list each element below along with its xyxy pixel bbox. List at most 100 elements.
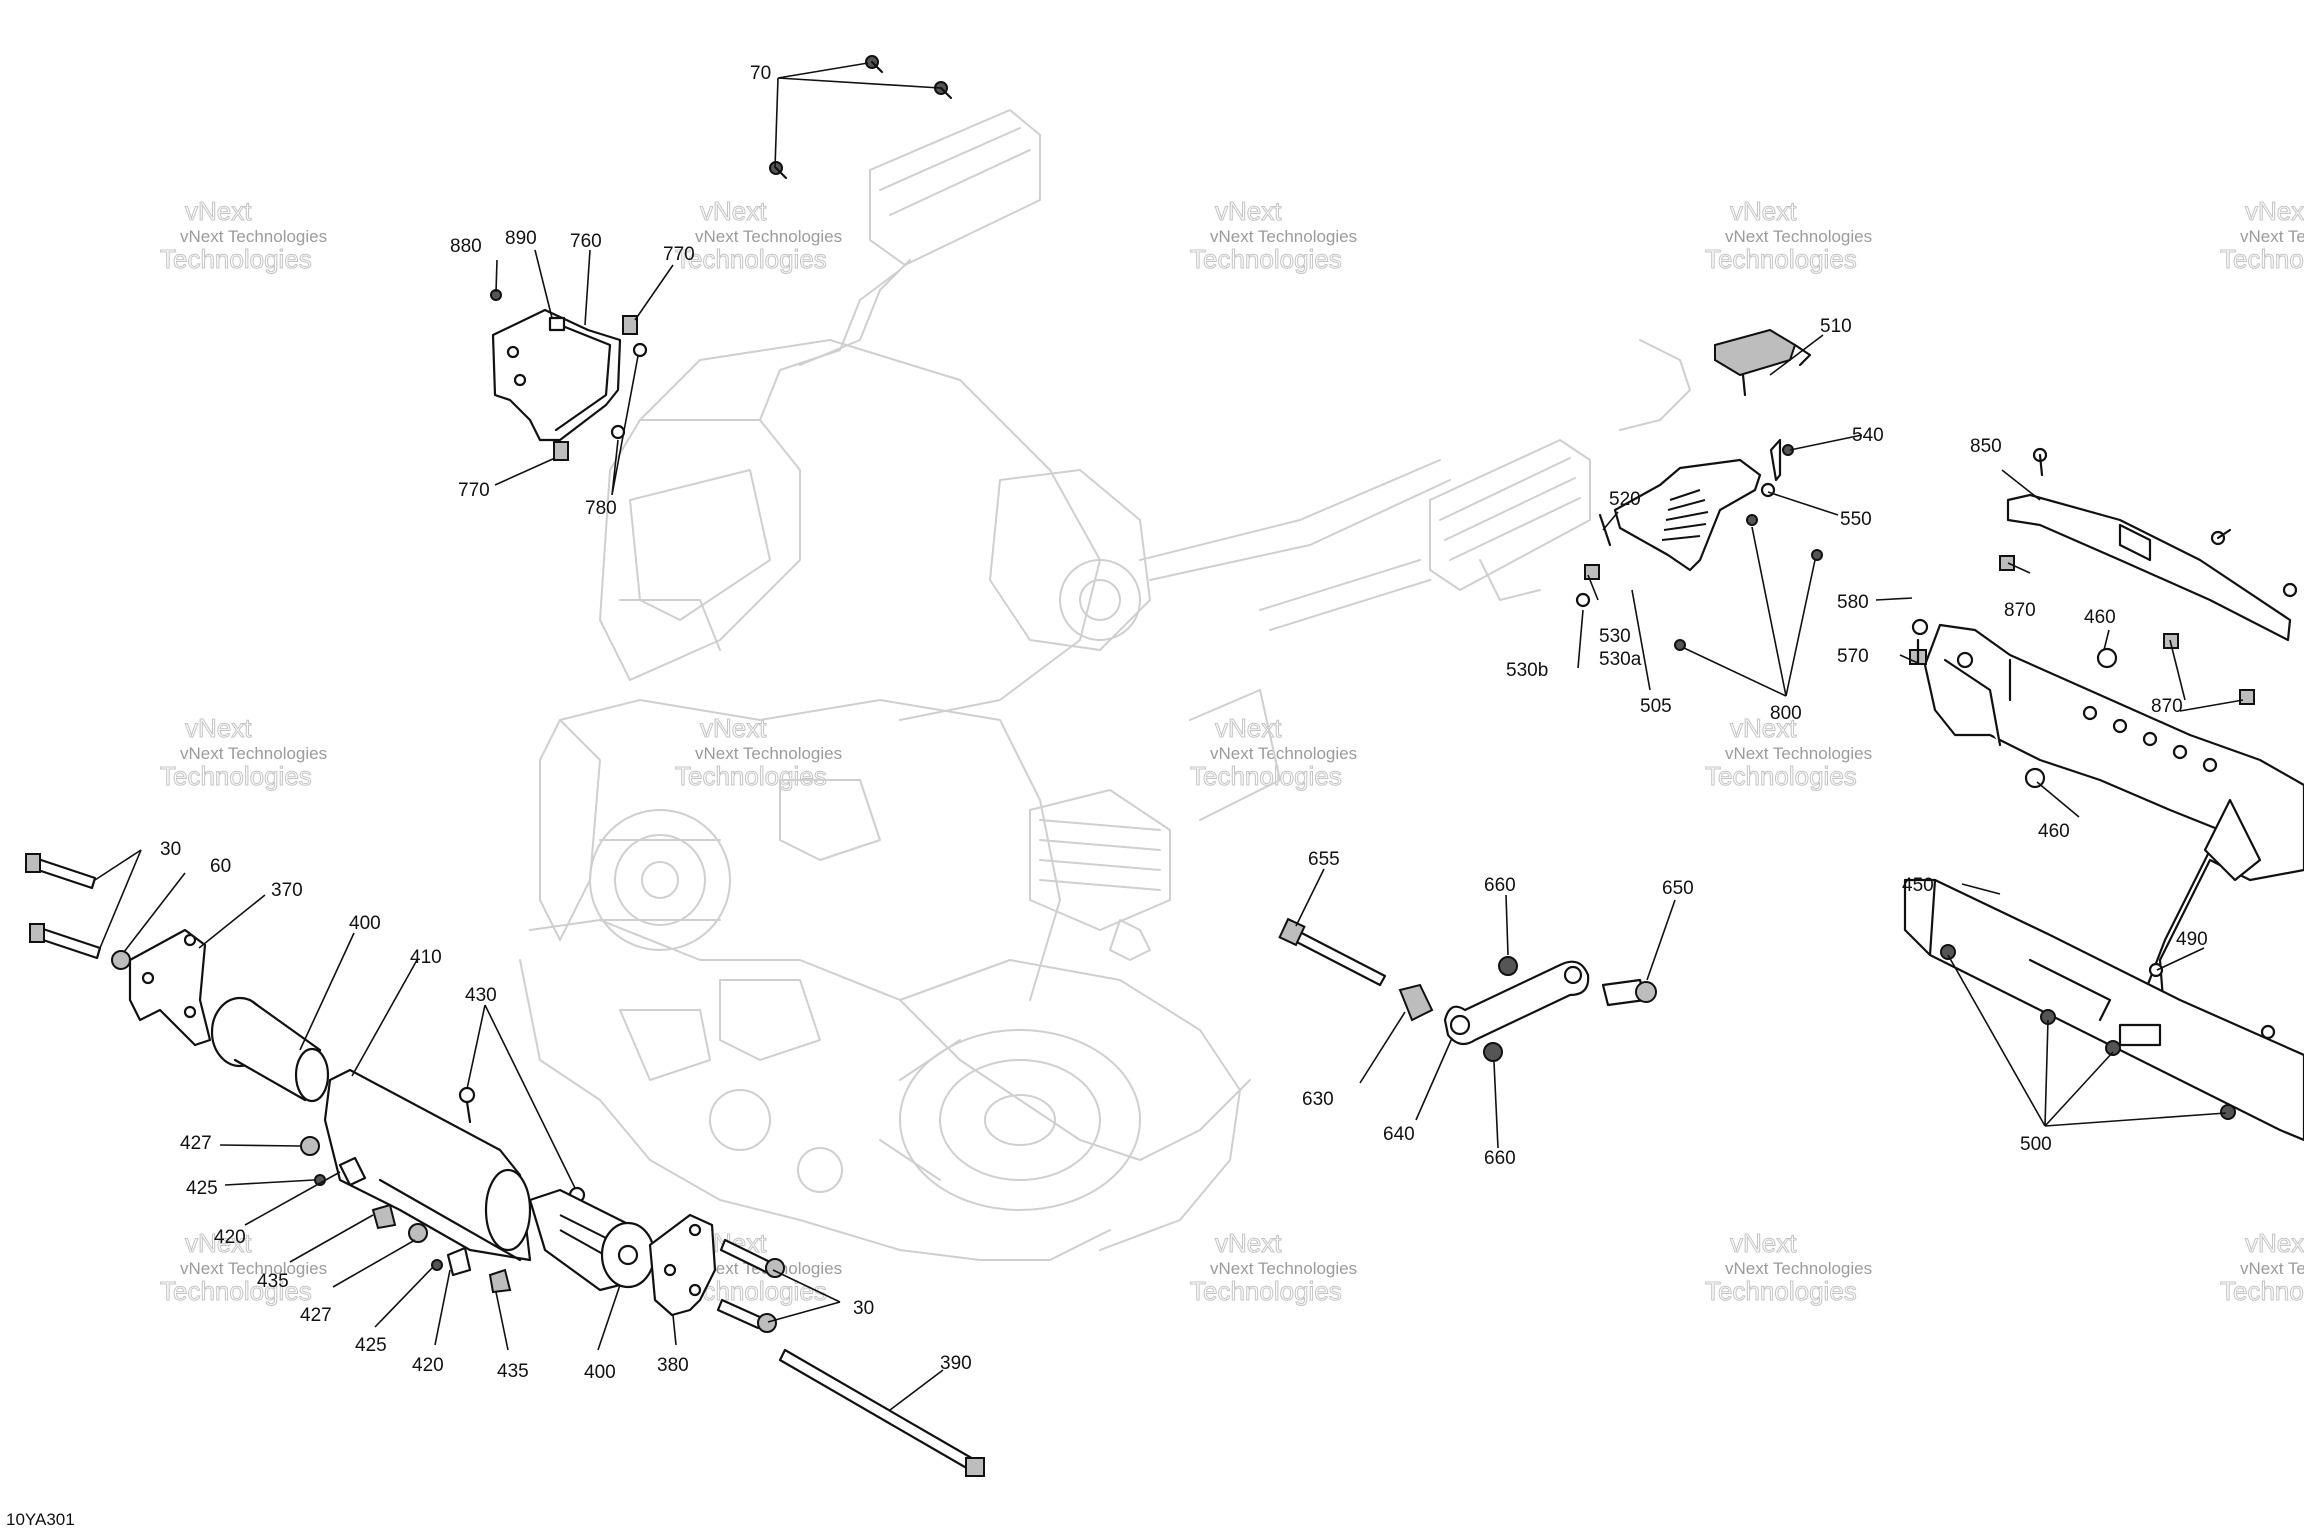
watermark-line-3: Technologies <box>160 1276 312 1306</box>
watermark: vNext vNext Technologies Technologies <box>675 713 843 792</box>
bracket-760 <box>490 289 648 461</box>
callout-655: 655 <box>1308 849 1340 870</box>
callout-460-top: 460 <box>2084 607 2116 628</box>
watermark-line-2: vNext Technologies <box>1210 1259 1357 1278</box>
watermark: vNext vNext Technologies Technologies <box>1705 713 1873 792</box>
callout-430: 430 <box>465 985 497 1006</box>
watermark-grid: vNext vNext Technologies Technologies vN… <box>160 196 2304 1307</box>
callout-660-top: 660 <box>1484 875 1516 896</box>
watermark-line-1: vNext <box>185 1228 252 1258</box>
bushing-400-right <box>528 1188 656 1292</box>
watermark-line-2: vNext Technologies <box>1210 227 1357 246</box>
watermark: vNext vNext Technologies Technologies <box>1705 1228 1873 1307</box>
callout-540: 540 <box>1852 425 1884 446</box>
callout-410: 410 <box>410 947 442 968</box>
callout-780: 780 <box>585 498 617 519</box>
callout-770-top: 770 <box>663 244 695 265</box>
screw-70 <box>769 55 953 180</box>
bracket-850 <box>1999 447 2298 705</box>
watermark-line-1: vNext <box>1215 1228 1282 1258</box>
callout-427-top: 427 <box>180 1133 212 1154</box>
callout-425-bottom: 425 <box>355 1335 387 1356</box>
callout-370: 370 <box>271 880 303 901</box>
sensor-510 <box>1714 328 1812 397</box>
callout-400-bottom: 400 <box>584 1362 616 1383</box>
callout-60: 60 <box>210 856 231 877</box>
callout-505: 505 <box>1640 696 1672 717</box>
watermark-line-1: vNext <box>700 713 767 743</box>
watermark-line-1: vNext <box>700 196 767 226</box>
bolts-30-left <box>25 853 131 970</box>
callout-520: 520 <box>1609 489 1641 510</box>
tube-410 <box>323 1068 532 1262</box>
watermark: vNext vNext Technologies Technologies <box>1190 1228 1358 1307</box>
callout-30-left: 30 <box>160 839 181 860</box>
watermark: vNext vNext Technologies Technologies <box>2220 1228 2304 1307</box>
watermark-line-2: vNext Technologies <box>2240 1259 2304 1278</box>
shield-505 <box>1575 438 1823 651</box>
watermark-line-2: vNext Technologies <box>695 227 842 246</box>
watermark: vNext vNext Technologies Technologies <box>1705 196 1873 275</box>
watermark-line-1: vNext <box>185 196 252 226</box>
callout-850: 850 <box>1970 436 2002 457</box>
watermark-line-1: vNext <box>1215 713 1282 743</box>
watermark: vNext vNext Technologies Technologies <box>2220 196 2304 275</box>
callout-570: 570 <box>1837 646 1869 667</box>
watermark-line-3: Technologies <box>1705 244 1857 274</box>
callout-450: 450 <box>1902 875 1934 896</box>
callout-530a: 530a <box>1599 649 1642 670</box>
callout-460-bottom: 460 <box>2038 821 2070 842</box>
watermark-line-2: vNext Technologies <box>180 1259 327 1278</box>
callout-420-top: 420 <box>214 1227 246 1248</box>
callout-770-bottom: 770 <box>458 480 490 501</box>
watermark-line-1: vNext <box>185 713 252 743</box>
callout-870-bottom: 870 <box>2151 696 2183 717</box>
callout-420-bottom: 420 <box>412 1355 444 1376</box>
callout-70: 70 <box>750 63 771 84</box>
callout-530b: 530b <box>1506 660 1548 681</box>
watermark-line-3: Technologies <box>1190 244 1342 274</box>
watermark-line-2: vNext Technologies <box>1725 227 1872 246</box>
diagram-code: 10YA301 <box>6 1510 75 1529</box>
leader-lines <box>94 62 2244 1411</box>
watermark-line-3: Technologies <box>1190 1276 1342 1306</box>
watermark-line-2: vNext Technologies <box>180 227 327 246</box>
callout-760: 760 <box>570 231 602 252</box>
bolt-655 <box>1278 917 1387 987</box>
watermark: vNext vNext Technologies Technologies <box>160 196 328 275</box>
callout-490: 490 <box>2176 929 2208 950</box>
small-parts-420-427-425-435 <box>300 1136 512 1294</box>
callout-30-right: 30 <box>853 1298 874 1319</box>
callout-390: 390 <box>940 1353 972 1374</box>
watermark-line-2: vNext Technologies <box>1725 744 1872 763</box>
callout-380: 380 <box>657 1355 689 1376</box>
watermark-line-3: Technologies <box>1705 1276 1857 1306</box>
watermark-line-3: Technologies <box>2220 1276 2304 1306</box>
callout-500: 500 <box>2020 1134 2052 1155</box>
callout-640: 640 <box>1383 1124 1415 1145</box>
watermark-line-1: vNext <box>1215 196 1282 226</box>
bolt-390 <box>778 1348 985 1477</box>
watermark-line-2: vNext Technologies <box>1725 1259 1872 1278</box>
callout-510: 510 <box>1820 316 1852 337</box>
callout-425-top: 425 <box>186 1178 218 1199</box>
watermark-line-3: Technologies <box>160 244 312 274</box>
watermark-line-1: vNext <box>2245 1228 2304 1258</box>
callout-800: 800 <box>1770 703 1802 724</box>
watermark: vNext vNext Technologies Technologies <box>1190 196 1358 275</box>
callout-870-top: 870 <box>2004 600 2036 621</box>
callout-labels: 70 880 890 760 770 770 780 510 540 550 5… <box>160 63 2208 1383</box>
bushing-400-left <box>210 996 330 1103</box>
callout-435-top: 435 <box>257 1271 289 1292</box>
watermark-line-2: vNext Technologies <box>1210 744 1357 763</box>
watermark: vNext vNext Technologies Technologies <box>160 1228 328 1307</box>
watermark-line-1: vNext <box>1730 1228 1797 1258</box>
callout-650: 650 <box>1662 878 1694 899</box>
callout-400-top: 400 <box>349 913 381 934</box>
engine-ghost-outline <box>519 109 1691 1261</box>
watermark-line-1: vNext <box>1730 713 1797 743</box>
callout-435-bottom: 435 <box>497 1361 529 1382</box>
callout-427-bottom: 427 <box>300 1305 332 1326</box>
watermark-line-3: Technologies <box>1705 761 1857 791</box>
